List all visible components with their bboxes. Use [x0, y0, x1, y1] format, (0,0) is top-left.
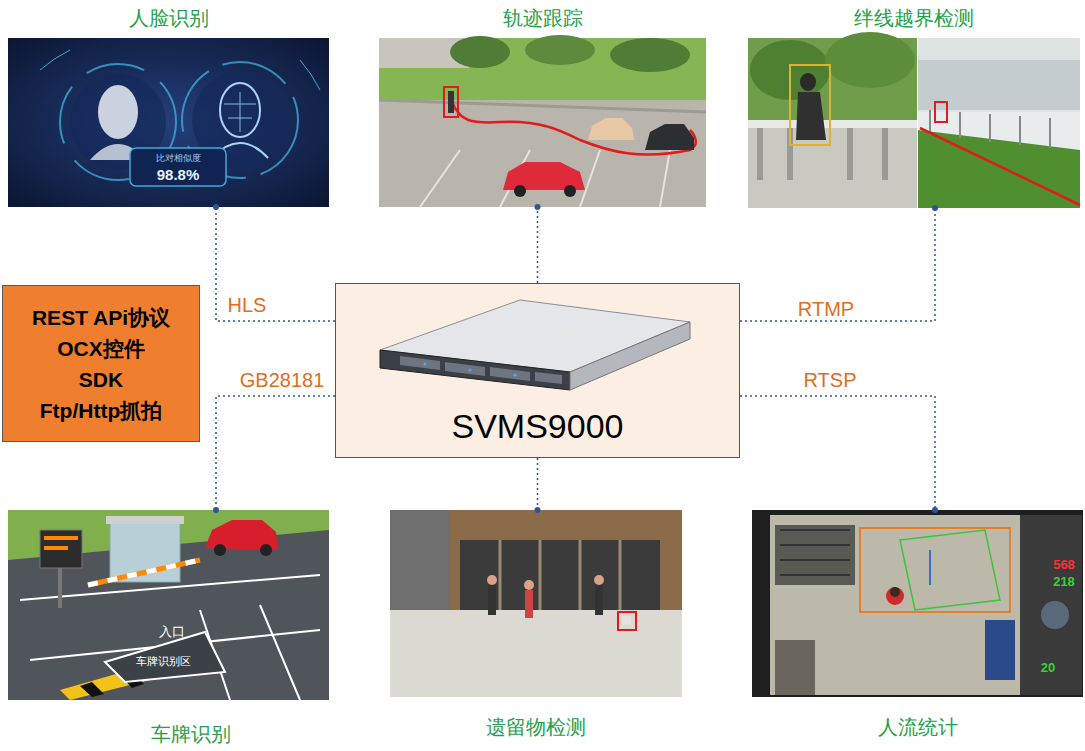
- interface-box: REST APi协议OCX控件SDKFtp/Http抓拍: [2, 285, 200, 442]
- picture-panel: 人流统计: [752, 510, 1083, 697]
- panel-title: 绊线越界检测: [748, 6, 1080, 30]
- panel-title: 轨迹跟踪: [379, 6, 706, 30]
- protocol-label: RTMP: [795, 298, 857, 320]
- protocol-label: HLS: [225, 294, 270, 316]
- face-recognition-picture: [8, 38, 329, 207]
- protocol-label: RTSP: [801, 369, 860, 391]
- panel-title: 人脸识别: [8, 6, 329, 30]
- trajectory-tracking-picture: [379, 35, 706, 207]
- picture-panel: 车牌识别: [8, 510, 329, 700]
- picture-panel: 绊线越界检测: [748, 38, 1080, 208]
- dotted-connector: [216, 396, 335, 510]
- license-plate-picture: [8, 510, 329, 700]
- picture-panel: 遗留物检测: [390, 510, 682, 697]
- dotted-connector: [537, 207, 539, 283]
- picture-panel: 轨迹跟踪: [379, 38, 706, 207]
- panel-title: 人流统计: [752, 715, 1083, 739]
- picture-label: 入口: [159, 625, 185, 639]
- interface-item: REST APi协议: [32, 302, 170, 333]
- picture-label: 20: [1041, 661, 1055, 675]
- picture-label: 568: [1053, 558, 1075, 572]
- server-name: SVMS9000: [336, 406, 739, 446]
- panel-title: 车牌识别: [30, 722, 351, 746]
- left-object-picture: [390, 510, 682, 697]
- dotted-connector: [740, 208, 935, 321]
- picture-label: 98.8%: [157, 167, 200, 184]
- people-counting-picture: [752, 510, 1083, 697]
- picture-label: 218: [1053, 575, 1075, 589]
- dotted-connector: [740, 396, 935, 510]
- panel-title: 遗留物检测: [390, 715, 682, 739]
- tripwire-picture: [748, 32, 1080, 208]
- interface-item: Ftp/Http抓拍: [40, 395, 162, 426]
- interface-item: OCX控件: [57, 333, 145, 364]
- picture-label: 比对相似度: [156, 154, 201, 164]
- picture-label: 车牌识别区: [136, 655, 191, 667]
- interface-item: SDK: [79, 364, 123, 395]
- protocol-label: GB28181: [237, 369, 328, 391]
- dotted-connector: [216, 207, 335, 321]
- dotted-connector: [537, 458, 539, 510]
